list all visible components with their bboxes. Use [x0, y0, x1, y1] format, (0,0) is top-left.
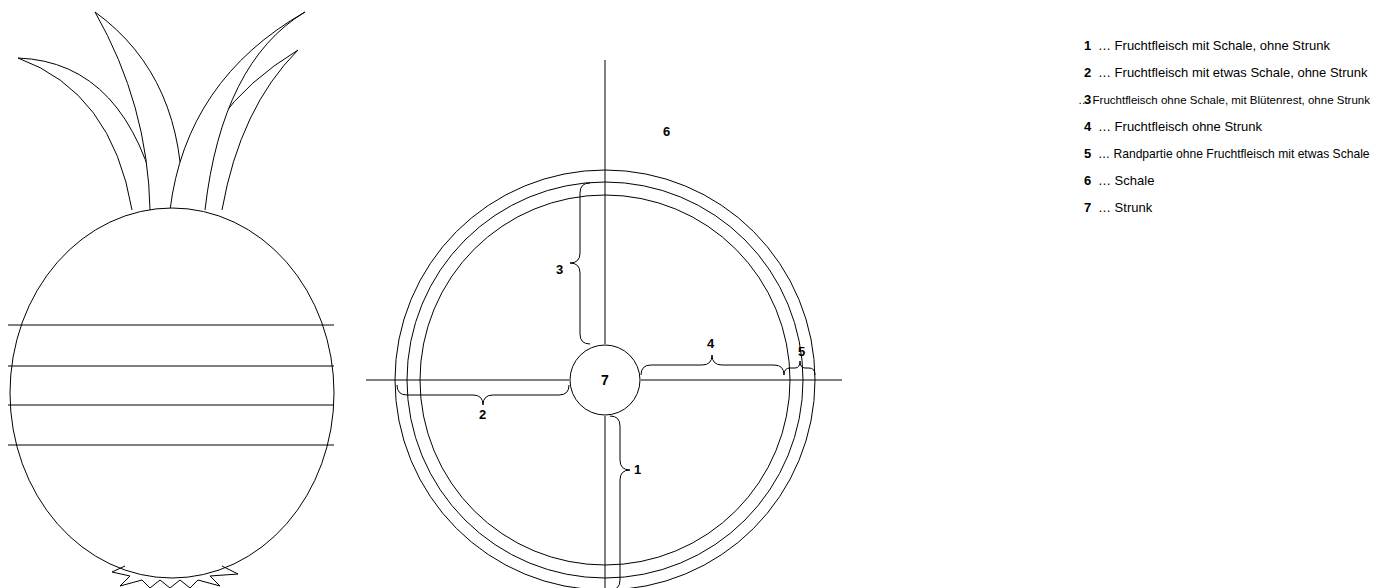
- legend-number: 6: [1084, 173, 1091, 189]
- core-circle: 7: [569, 344, 641, 416]
- legend-number: 5: [1084, 146, 1091, 162]
- callout-number: 7: [601, 372, 609, 388]
- legend-text: … Fruchtfleisch mit Schale, ohne Strunk: [1098, 38, 1330, 54]
- legend-text: … Randpartie ohne Fruchtfleisch mit etwa…: [1098, 146, 1370, 162]
- legend-number: 1: [1084, 38, 1091, 54]
- brace: [397, 183, 815, 588]
- legend-number: 2: [1084, 65, 1091, 81]
- callout-number: 1: [634, 462, 641, 478]
- callout-number: 3: [556, 262, 563, 278]
- legend-text: … Schale: [1098, 173, 1154, 189]
- legend-text: … Fruchtfleisch ohne Strunk: [1098, 119, 1262, 135]
- cross-section: [366, 60, 842, 588]
- callout-number: 6: [663, 124, 670, 140]
- callout-number: 4: [707, 336, 714, 352]
- legend-text: … Fruchtfleisch mit etwas Schale, ohne S…: [1098, 65, 1368, 81]
- pineapple: [8, 12, 334, 588]
- legend-number: 7: [1084, 200, 1091, 216]
- callout-number: 5: [798, 344, 805, 360]
- legend-text: … Strunk: [1098, 200, 1152, 216]
- legend-number: 4: [1084, 119, 1091, 135]
- callout-number: 2: [479, 407, 486, 423]
- legend-text: … Fruchtfleisch ohne Schale, mit Blütenr…: [1078, 92, 1370, 108]
